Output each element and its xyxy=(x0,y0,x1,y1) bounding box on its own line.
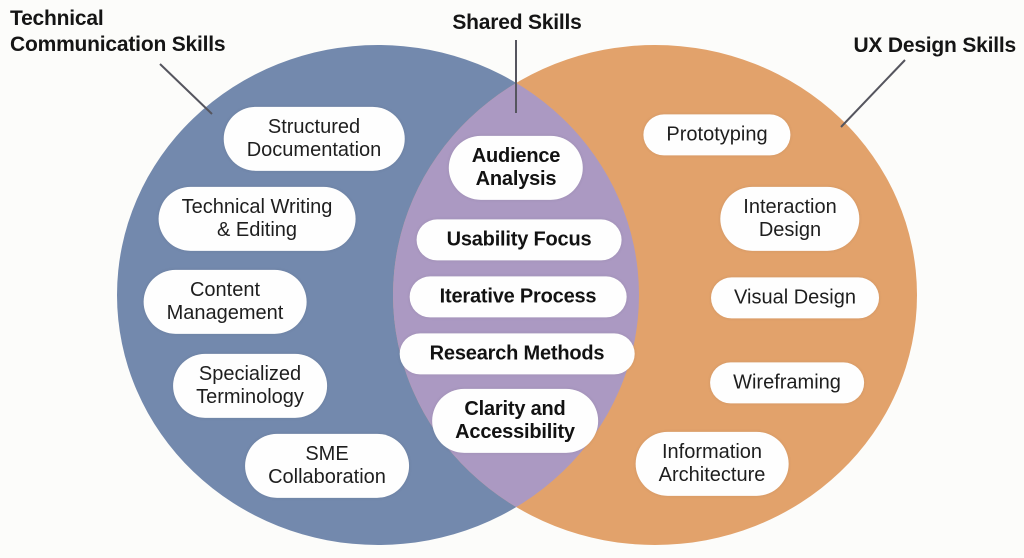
left-title-connector-line xyxy=(159,63,213,115)
skill-bubble-research-methods: Research Methods xyxy=(399,333,635,375)
skill-bubble-wireframing: Wireframing xyxy=(710,362,864,404)
skill-bubble-usability-focus: Usability Focus xyxy=(416,219,622,261)
skill-bubble-prototyping: Prototyping xyxy=(643,114,791,156)
right-title-connector-line xyxy=(840,59,906,128)
skill-bubble-visual-design: Visual Design xyxy=(711,277,879,319)
skill-bubble-technical-writing-editing: Technical Writing& Editing xyxy=(158,186,356,252)
right-circle-title: UX Design Skills xyxy=(853,34,1016,57)
skill-bubble-iterative-process: Iterative Process xyxy=(409,276,627,318)
shared-title: Shared Skills xyxy=(452,11,582,34)
